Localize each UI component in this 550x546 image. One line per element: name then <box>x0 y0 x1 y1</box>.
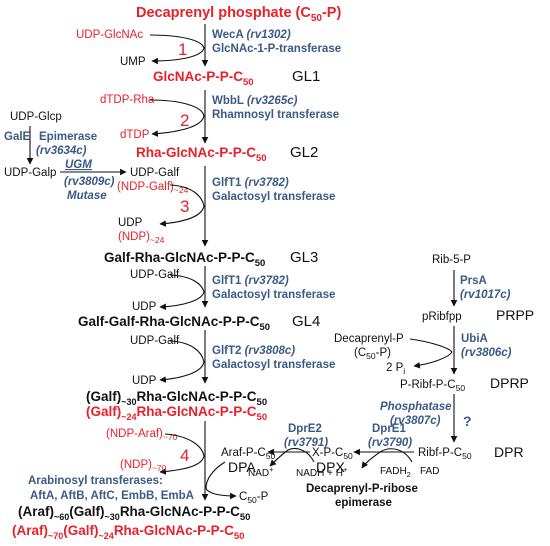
dpre1-enzyme: DprE1 <box>372 423 406 435</box>
udp-galf-donor-2: UDP-Galf <box>130 269 180 281</box>
gale-enzyme: GalE <box>4 131 31 143</box>
epimerase-label: Epimerase <box>39 131 97 143</box>
gl4-tag: GL4 <box>292 313 320 330</box>
epimerase-title-1: Decaprenyl-P-ribose <box>306 483 418 495</box>
fad-label: FAD <box>420 466 439 477</box>
step2-side-arrow <box>149 99 205 137</box>
gl3-molecule: Galf-Rha-GlcNAc-P-P-C50 <box>104 250 265 269</box>
dtdp-label: dTDP <box>120 129 150 141</box>
dpre1-cofactor-arrow <box>361 448 413 469</box>
gl4-molecule: Galf-Galf-Rha-GlcNAc-P-P-C50 <box>78 314 270 333</box>
dpre2-enzyme: DprE2 <box>288 423 322 435</box>
glft2-description: Galactosyl transferase <box>212 359 335 371</box>
phosphatase-enzyme: Phosphatase <box>380 401 452 413</box>
step3-side-arrow <box>159 184 205 227</box>
gl1-tag: GL1 <box>292 68 320 85</box>
dtdp-rha-label: dTDP-Rha <box>100 94 155 106</box>
dpre2-gene: (rv3791) <box>284 437 328 449</box>
gl2-tag: GL2 <box>290 144 318 161</box>
dprp-tag: DPRP <box>490 375 529 391</box>
fadh2-label: FADH2 <box>380 466 411 479</box>
gl2-molecule: Rha-GlcNAc-P-P-C50 <box>136 145 267 164</box>
arabinosyl-transferases-list: AftA, AftB, AftC, EmbB, EmbA <box>30 490 194 502</box>
gl3-tag: GL3 <box>290 249 318 266</box>
udp-galf-donor-3: UDP-Galf <box>130 335 180 347</box>
final-molecule-2: (Araf)~70(Galf)~24Rha-GlcNAc-P-P-C50 <box>12 523 244 542</box>
dpa-molecule: Araf-P-C50 <box>221 447 275 461</box>
p-ribf-p-c50-molecule: P-Ribf-P-C50 <box>400 379 465 393</box>
wbbl-description: Rhamnosyl transferase <box>212 109 339 121</box>
c50p-paren-label: (C50-P) <box>354 347 391 361</box>
c50p-label: C50-P <box>239 491 269 505</box>
gale-gene: (rv3634c) <box>36 145 87 157</box>
arabinosyl-transferases-title: Arabinosyl transferases: <box>28 475 163 487</box>
prsa-enzyme: PrsA <box>460 275 487 287</box>
glft1-description-1: Galactosyl transferase <box>212 191 335 203</box>
step3-number: 3 <box>180 197 189 216</box>
decaprenyl-phosphate-label: Decaprenyl phosphate (C50-P) <box>136 5 341 24</box>
phosphatase-gene: (rv3807c) <box>390 415 441 427</box>
ugm-gene: (rv3809c) <box>64 176 115 188</box>
ndp-out-2: (NDP)~70 <box>120 459 167 473</box>
prsa-gene: (rv1017c) <box>460 289 511 301</box>
ugm-enzyme: UGM <box>65 159 92 171</box>
step4-donor-arrow <box>159 433 205 475</box>
pi-label: 2 Pi <box>386 362 405 376</box>
nad-label: NAD+ <box>248 465 274 479</box>
wbbl-enzyme: WbbL (rv3265c) <box>212 95 298 107</box>
udp-glcp-label: UDP-Glcp <box>10 111 62 123</box>
galf30-molecule: (Galf)~30Rha-GlcNAc-P-P-C50 <box>86 389 267 408</box>
dpre1-gene: (rv3790) <box>368 437 412 449</box>
ubia-enzyme: UbiA <box>461 333 488 345</box>
final-molecule-1: (Araf)~60(Galf)~30Rha-GlcNAc-P-P-C50 <box>18 504 250 523</box>
udp-galp-label: UDP-Galp <box>4 167 56 179</box>
gl1-molecule: GlcNAc-P-P-C50 <box>153 69 254 88</box>
ribf-p-c50-molecule: Ribf-P-C50 <box>418 447 472 461</box>
udp-out-1: UDP <box>118 217 143 229</box>
nadh-label: NADH + H+ <box>296 465 348 479</box>
dpx-tag: DPX <box>316 459 345 475</box>
ubia-gene: (rv3806c) <box>461 347 512 359</box>
glft1-description-2: Galactosyl transferase <box>212 289 335 301</box>
decaprenyl-p-label: Decaprenyl-P <box>334 333 404 345</box>
galf24-molecule: (Galf)~24Rha-GlcNAc-P-P-C50 <box>86 404 267 423</box>
epimerase-title-2: epimerase <box>335 497 392 509</box>
udp-galf-donor-1: UDP-Galf <box>130 167 180 179</box>
dpa-to-c50p-arrow <box>205 461 237 500</box>
dpr-tag: DPR <box>494 444 524 460</box>
udp-glcnac-label: UDP-GlcNAc <box>76 29 143 41</box>
ndp-araf-donor: (NDP-Araf)~70 <box>106 428 178 442</box>
ndp-out-1: (NDP)~24 <box>118 231 165 245</box>
question-mark: ? <box>463 413 472 429</box>
step3c-side-arrow <box>159 340 205 383</box>
dpre2-cofactor-arrow <box>269 447 315 467</box>
step3b-side-arrow <box>159 274 205 311</box>
step4-number: 4 <box>180 446 189 465</box>
dpa-tag: DPA <box>228 459 256 475</box>
step1-number: 1 <box>178 40 187 59</box>
udp-out-2: UDP <box>132 301 157 313</box>
rib5p-label: Rib-5-P <box>432 254 471 266</box>
ump-label: UMP <box>120 56 146 68</box>
udp-out-3: UDP <box>132 375 157 387</box>
ndp-galf-donor: (NDP-Galf)~24 <box>117 181 189 195</box>
weca-description: GlcNAc-1-P-transferase <box>212 43 341 55</box>
mutase-label: Mutase <box>67 190 107 202</box>
pribfpp-molecule: pRibfpp <box>422 311 462 323</box>
glft1-enzyme-1: GlfT1 (rv3782) <box>212 177 289 189</box>
glft1-enzyme-2: GlfT1 (rv3782) <box>212 275 289 287</box>
step2-number: 2 <box>180 111 189 130</box>
ubia-side-arrow <box>409 338 453 369</box>
step1-side-arrow <box>149 34 205 65</box>
glft2-enzyme: GlfT2 (rv3808c) <box>212 345 295 357</box>
prpp-tag: PRPP <box>496 307 534 323</box>
weca-enzyme: WecA (rv1302) <box>212 29 291 41</box>
dpx-molecule: X-P-C50 <box>312 447 353 461</box>
